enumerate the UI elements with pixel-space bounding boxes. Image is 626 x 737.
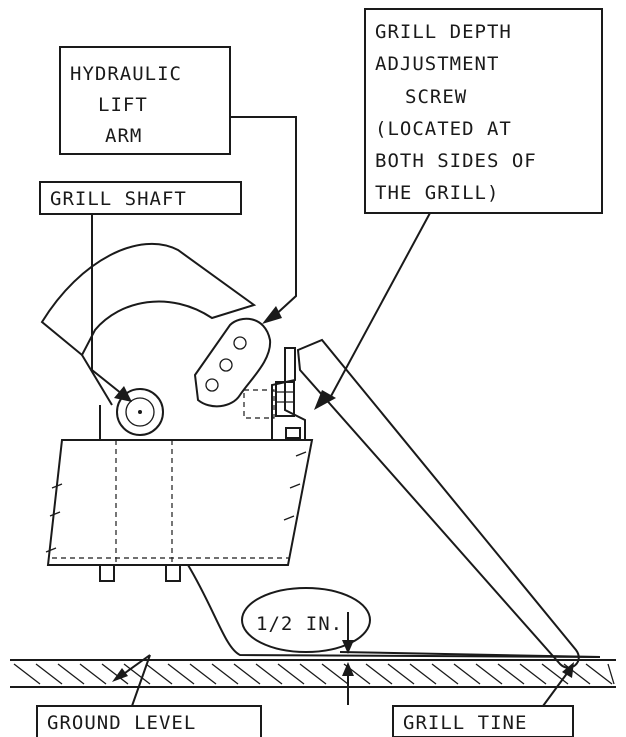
- grill-shaft-center: [138, 410, 142, 414]
- hydraulic-lift-arm-line-3: ARM: [105, 125, 142, 147]
- lift-arm-plate: [193, 317, 272, 408]
- grill-machine: [40, 242, 601, 669]
- ground-hatch-line: [13, 663, 41, 685]
- grill-housing: [46, 439, 314, 566]
- ground-hatch-line: [431, 663, 459, 685]
- dimension-lower-arrowhead: [342, 662, 354, 676]
- ground-hatch-line: [79, 663, 107, 685]
- grill-shaft-outer: [116, 388, 164, 436]
- grill-shaft-label: GRILL SHAFT: [50, 188, 187, 210]
- ground-hatch-line: [585, 663, 613, 685]
- ground-hatch-line: [321, 663, 349, 685]
- grill-depth-adjustment-screw-callout: GRILL DEPTH ADJUSTMENT SCREW (LOCATED AT…: [364, 8, 603, 214]
- side-bracket: [99, 347, 306, 441]
- hydraulic-lift-arm-arrowhead: [262, 306, 282, 324]
- ground-hatch-line: [189, 663, 217, 685]
- ground-level-label: GROUND LEVEL: [47, 712, 196, 734]
- grill-tine-label: GRILL TINE: [403, 712, 527, 734]
- half-inch-label: 1/2 IN.: [256, 613, 343, 635]
- grill-shaft-leader: [91, 214, 123, 395]
- grill-tine-bar: [296, 338, 580, 669]
- ground-hatch-line: [145, 663, 173, 685]
- ground-hatch-line: [123, 663, 151, 685]
- ground-hatch-line: [101, 663, 129, 685]
- ground-hatch-line: [519, 663, 547, 685]
- ground-hatch-line: [365, 663, 393, 685]
- bolt-left: [99, 564, 115, 582]
- grill-tine-foot: [339, 651, 601, 658]
- grill-tine-box: [392, 705, 574, 737]
- grill-shaft-box: [39, 181, 242, 215]
- ground-hatch-line: [57, 663, 85, 685]
- ground-hatch-line: [387, 663, 415, 685]
- lift-arm-hole-top: [233, 336, 247, 350]
- adjustment-screw-leader: [329, 212, 431, 399]
- dimension-upper-arrowhead: [342, 640, 354, 654]
- half-inch-ellipse: [241, 587, 371, 653]
- ground-level-box: [36, 705, 262, 737]
- ground-hatch-line: [233, 663, 261, 685]
- ground-hatch-line: [343, 663, 371, 685]
- ground-hatch-line: [475, 663, 503, 685]
- grill-tine-lower-curve: [187, 564, 601, 658]
- ground-hatch-line: [211, 663, 239, 685]
- hydraulic-lift-arm-callout: HYDRAULIC LIFT ARM: [59, 46, 231, 155]
- adjustment-screw-line-2: ADJUSTMENT: [375, 53, 499, 75]
- grill-depth-adjustment-screw-box: [364, 8, 603, 214]
- ground: [10, 659, 616, 688]
- grill-shaft-arrowhead: [114, 386, 132, 402]
- adjustment-screw-body: [275, 381, 295, 417]
- adjustment-screw-line-3: SCREW: [405, 86, 467, 108]
- bolt-right: [165, 564, 181, 582]
- adjustment-screw-line-5: BOTH SIDES OF: [375, 150, 537, 172]
- grill-shaft-inner: [125, 397, 155, 427]
- hydraulic-lift-arm-leader: [230, 116, 297, 319]
- half-inch-dimension: 1/2 IN.: [241, 587, 371, 705]
- ground-hatch-line: [167, 663, 195, 685]
- hydraulic-lift-arm-line-2: LIFT: [98, 94, 148, 116]
- lift-arm-hole-middle: [219, 358, 233, 372]
- bracket-hidden-detail: [243, 389, 275, 419]
- curved-guard: [40, 242, 257, 357]
- ground-hatch-line: [277, 663, 305, 685]
- adjustment-screw-arrowhead: [314, 390, 336, 410]
- ground-hatch-line: [35, 663, 63, 685]
- ground-hatch-line: [453, 663, 481, 685]
- adjustment-screw-line-1: GRILL DEPTH: [375, 21, 512, 43]
- grill-tine-leader: [542, 671, 569, 707]
- grill-shaft-callout: GRILL SHAFT: [39, 181, 242, 215]
- ground-level-arrowhead: [112, 668, 128, 682]
- grill-tine-callout: GRILL TINE: [392, 662, 574, 737]
- ground-level-leader-right: [131, 654, 151, 707]
- ground-hatch-line: [497, 663, 525, 685]
- grill-tine-arrowhead: [562, 662, 574, 678]
- ground-hatch-line: [607, 663, 615, 685]
- ground-hatch-line: [299, 663, 327, 685]
- ground-hatch-line: [409, 663, 437, 685]
- guard-lower-edge: [81, 354, 113, 406]
- lift-arm-hole-bottom: [205, 378, 219, 392]
- hydraulic-lift-arm-box: [59, 46, 231, 155]
- adjustment-screw-line-4: (LOCATED AT: [375, 118, 512, 140]
- adjustment-screw-nut: [285, 427, 301, 439]
- adjustment-screw-line-6: THE GRILL): [375, 182, 499, 204]
- ground-hatch-line: [541, 663, 569, 685]
- ground-hatching: [13, 663, 615, 685]
- housing-tick-marks: [45, 451, 307, 553]
- ground-hatch-line: [255, 663, 283, 685]
- hydraulic-lift-arm-line-1: HYDRAULIC: [70, 63, 182, 85]
- ground-level-callout: GROUND LEVEL: [36, 654, 262, 737]
